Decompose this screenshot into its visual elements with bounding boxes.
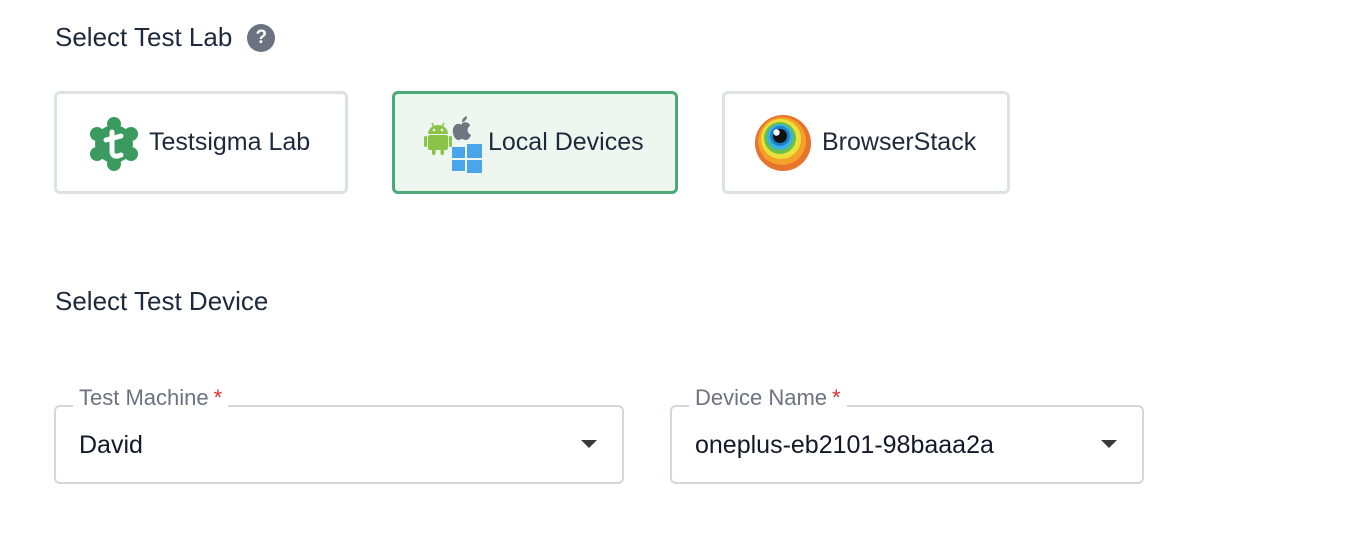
select-test-lab-title: Select Test Lab: [55, 22, 233, 52]
lab-option-local-devices[interactable]: Local Devices: [392, 91, 678, 194]
browserstack-logo-icon: [755, 114, 811, 171]
select-test-device-title: Select Test Device: [55, 286, 269, 316]
field-label-text: Test Machine: [79, 385, 209, 410]
test-machine-value: David: [79, 431, 143, 459]
chevron-down-icon[interactable]: [581, 440, 597, 448]
test-machine-select[interactable]: Test Machine* David: [54, 382, 624, 484]
android-apple-windows-icon: [424, 115, 482, 173]
lab-option-browserstack[interactable]: BrowserStack: [722, 91, 1010, 194]
lab-option-label: BrowserStack: [822, 128, 977, 156]
required-asterisk: *: [832, 385, 841, 410]
lab-option-label: Testsigma Lab: [149, 128, 311, 156]
testsigma-logo-icon: [90, 116, 138, 171]
help-icon[interactable]: ?: [247, 23, 276, 52]
device-name-label: Device Name*: [689, 382, 847, 414]
select-test-device-heading: Select Test Device: [55, 286, 268, 317]
chevron-down-icon[interactable]: [1101, 440, 1117, 448]
field-label-text: Device Name: [695, 385, 828, 410]
required-asterisk: *: [213, 385, 223, 410]
lab-option-testsigma[interactable]: Testsigma Lab: [54, 91, 348, 194]
test-machine-label: Test Machine*: [73, 382, 229, 414]
device-name-value: oneplus-eb2101-98baaa2a: [695, 431, 994, 459]
select-test-lab-heading: Select Test Lab ?: [55, 22, 276, 53]
device-name-select[interactable]: Device Name* oneplus-eb2101-98baaa2a: [670, 382, 1144, 484]
lab-option-label: Local Devices: [488, 128, 644, 156]
